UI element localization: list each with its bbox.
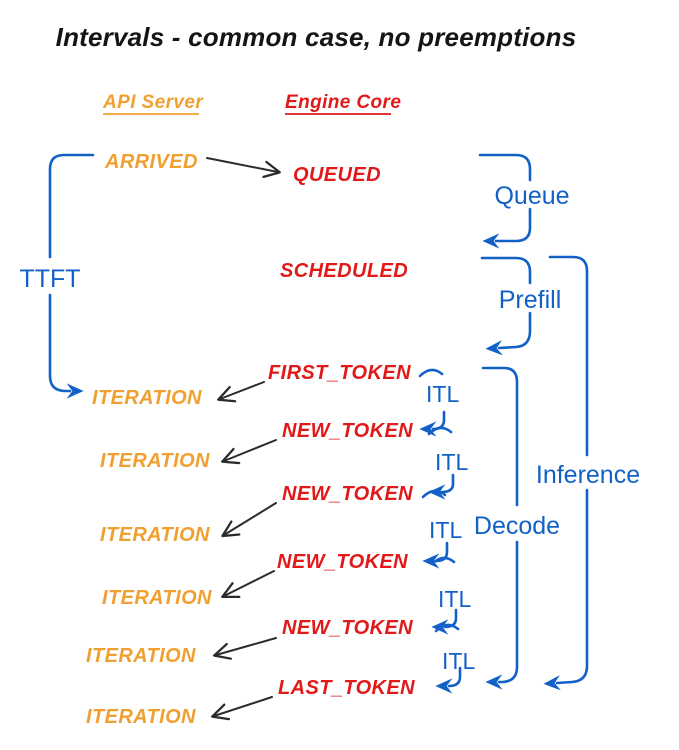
token-to-iteration-arrow [224,439,277,461]
queued-event: QUEUED [293,164,381,186]
prefill-bracket [480,256,532,356]
arrived-event: ARRIVED [104,151,198,173]
itl-bracket [427,426,455,500]
ttft-label: TTFT [19,265,80,293]
prefill-label: Prefill [499,286,562,314]
new-token-event: NEW_TOKEN [282,617,413,639]
diagram-title: Intervals - common case, no preemptions [56,22,577,52]
queue-label: Queue [494,182,569,210]
itl-label: ITL [438,586,471,612]
itl-label: ITL [429,517,462,543]
itl-label: ITL [442,648,475,674]
scheduled-event: SCHEDULED [280,260,408,282]
token-to-iteration-arrow [224,502,277,535]
itl-label: ITL [426,381,459,407]
token-to-iteration-arrow [216,637,277,655]
api-server-header: API Server [102,92,204,113]
itl-bracket [430,556,458,635]
itl-label: ITL [435,449,468,475]
token-to-iteration-arrow [220,381,265,399]
new-token-event: NEW_TOKEN [277,551,408,573]
token-to-iteration-arrow [224,570,275,596]
iteration-event: ITERATION [100,524,210,546]
decode-bracket [481,366,519,690]
ttft-bracket [48,153,95,399]
engine-core-header: Engine Core [285,92,401,113]
iteration-event: ITERATION [92,387,202,409]
iteration-event: ITERATION [86,706,196,728]
inference-label: Inference [536,461,640,489]
inference-bracket [543,255,589,691]
decode-label: Decode [474,512,560,540]
arrived-to-queued-arrow [206,157,278,172]
last-token-event: LAST_TOKEN [278,677,415,699]
queue-bracket [478,153,532,249]
iteration-event: ITERATION [102,587,212,609]
iteration-event: ITERATION [100,450,210,472]
new-token-event: NEW_TOKEN [282,420,413,442]
iteration-event: ITERATION [86,645,196,667]
new-token-event: NEW_TOKEN [282,483,413,505]
token-to-iteration-arrow [214,696,273,716]
itl-bracket [434,623,462,694]
first-token-event: FIRST_TOKEN [268,362,411,384]
